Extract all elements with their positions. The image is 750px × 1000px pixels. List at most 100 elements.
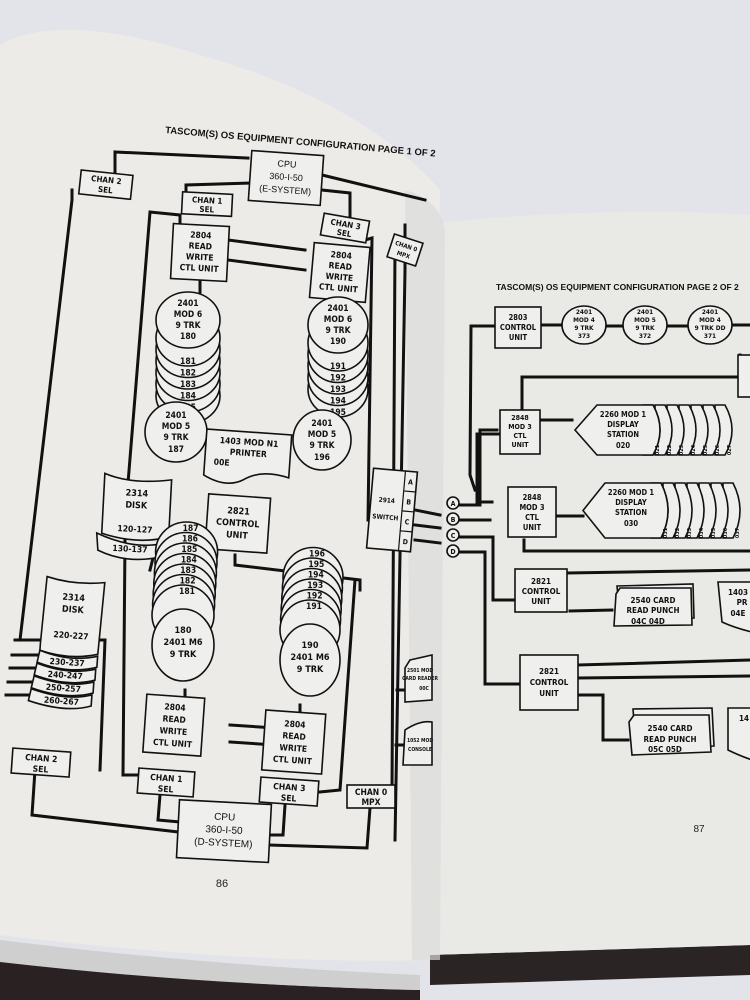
chan-1-sel-top[interactable]: CHAN 1 SEL [180, 190, 234, 218]
unit-text: READ [328, 261, 352, 273]
display-unit-shape [654, 404, 673, 456]
tape-unit-address: 194 [330, 397, 346, 407]
tape-model: 2401 [576, 308, 592, 316]
wire [413, 508, 442, 545]
unit-model: 2821 [227, 506, 251, 518]
card-reader-2501[interactable]: 2501 MOD CARD READER 00C [402, 653, 438, 703]
chan-3-sel-bottom[interactable]: CHAN 3 SEL [258, 776, 320, 807]
tape-drive-196[interactable]: 2401 MOD 5 9 TRK 196 [292, 409, 352, 471]
chan-0-mpx-bottom[interactable]: CHAN 0 MPX [346, 784, 396, 809]
printer-model: 1403 MOD N1 [219, 436, 278, 450]
connector-c[interactable]: C [446, 528, 460, 542]
unit-text: WRITE [159, 726, 187, 738]
ctl-unit-2848-b[interactable]: 2848 MOD 3 CTL UNIT [507, 486, 557, 538]
rw-ctl-unit-bottom-right[interactable]: 2804 READ WRITE CTL UNIT [260, 709, 327, 775]
rw-ctl-unit-top-left[interactable]: 2804 READ WRITE CTL UNIT [169, 222, 231, 283]
chan-1-sel-bottom[interactable]: CHAN 1 SEL [136, 767, 196, 798]
switch-port-b: B [406, 498, 412, 506]
control-unit-2821-a[interactable]: 2821 CONTROL UNIT [514, 568, 568, 613]
display-label: DISPLAY [607, 420, 639, 429]
unit-model: 2821 [539, 667, 559, 676]
console-1052[interactable]: 1052 MOD CONSOLE [402, 720, 433, 766]
chan-label: CHAN 0 [355, 788, 387, 798]
tape-trk: 9 TRK [170, 650, 197, 660]
wire [18, 188, 74, 642]
printer-14xx-partial[interactable]: 14 [727, 707, 750, 761]
wire [226, 238, 307, 272]
display-unit-address: 024 [691, 444, 697, 455]
printer-1403[interactable]: 1403 MOD N1 PRINTER 00E [202, 428, 293, 487]
display-unit-shape [710, 482, 729, 539]
control-unit-2821-left[interactable]: 2821 CONTROL UNIT [204, 493, 272, 554]
disk-2314-upper[interactable]: 2314 DISK 120-127 130-137 [95, 472, 173, 561]
switch-model: 2914 [378, 496, 395, 505]
cut-off-unit [737, 354, 750, 398]
wire [538, 323, 750, 328]
display-unit-shape [686, 482, 705, 539]
cpu-d-system[interactable]: CPU 360-I-50 (D-SYSTEM) [175, 798, 273, 864]
connector-d[interactable]: D [446, 544, 460, 558]
unit-model: 2848 [523, 493, 542, 502]
wire [576, 658, 750, 680]
tape-mod: MOD 5 [162, 422, 190, 432]
display-unit-address: 031 [663, 527, 669, 538]
chan-0-mpx-top[interactable]: CHAN 0 MPX [386, 232, 424, 268]
ctl-unit-2848-a[interactable]: 2848 MOD 3 CTL UNIT [499, 409, 541, 455]
unit-text: READ [282, 731, 306, 743]
control-unit-2821-b[interactable]: 2821 CONTROL UNIT [519, 654, 579, 711]
unit-text: WRITE [186, 252, 214, 263]
cpu-e-system[interactable]: CPU 360-I-50 (E-SYSTEM) [247, 149, 325, 207]
unit-text: WRITE [325, 272, 353, 284]
unit-model: 2848 [511, 414, 529, 422]
disk-range: 120-127 [117, 524, 153, 536]
wire [458, 550, 522, 686]
display-unit-address: 037 [735, 527, 741, 538]
chan-type: SEL [98, 185, 114, 196]
unit-text: MOD 3 [519, 503, 544, 512]
tape-unit-address: 192 [307, 592, 323, 602]
display-unit-address: 022 [667, 444, 673, 455]
unit-text: READ [188, 241, 212, 252]
tape-unit-address: 191 [306, 602, 322, 612]
connector-label: B [451, 516, 456, 524]
card-read-punch-2540-a[interactable]: 2540 CARD READ PUNCH 04C 04D [613, 583, 695, 627]
control-unit-2803[interactable]: 2803 CONTROL UNIT [494, 306, 542, 349]
connector-b[interactable]: B [446, 512, 460, 526]
tape-drive-187[interactable]: 2401 MOD 5 9 TRK 187 [144, 401, 208, 463]
display-unit-address: 027 [727, 444, 733, 455]
wire [113, 150, 250, 177]
rw-ctl-unit-top-right[interactable]: 2804 READ WRITE CTL UNIT [308, 241, 371, 304]
tape-main-disk [307, 296, 369, 354]
chan-2-sel-top[interactable]: CHAN 2 SEL [77, 169, 134, 201]
display-main-shape [573, 404, 661, 456]
disk-2314-lower[interactable]: 2314 DISK 220-227 230-237240-247250-2572… [27, 575, 106, 711]
connector-a[interactable]: A [446, 496, 460, 510]
rw-ctl-unit-bottom-left[interactable]: 2804 READ WRITE CTL UNIT [141, 693, 206, 757]
display-unit-address: 023 [679, 444, 685, 455]
chan-2-sel-bottom[interactable]: CHAN 2 SEL [10, 747, 72, 778]
unit-text: UNIT [511, 441, 529, 449]
unit-text: CONTROL [522, 587, 561, 596]
printer-1403-04e[interactable]: 1403 PR 04E [717, 581, 750, 633]
punch-label: READ PUNCH [627, 606, 680, 615]
chan-3-sel-top[interactable]: CHAN 3 SEL [319, 212, 371, 244]
wire [363, 236, 374, 522]
disk-range: 130-137 [112, 544, 148, 556]
card-read-punch-2540-b[interactable]: 2540 CARD READ PUNCH 05C 05D [628, 707, 715, 756]
tape-address: 187 [168, 445, 184, 455]
disk-range: 250-257 [45, 683, 81, 695]
unit-model: 2803 [509, 313, 528, 322]
tape-mod: MOD 4 [699, 316, 721, 324]
wire [468, 324, 497, 492]
console-label: CONSOLE [408, 747, 432, 753]
